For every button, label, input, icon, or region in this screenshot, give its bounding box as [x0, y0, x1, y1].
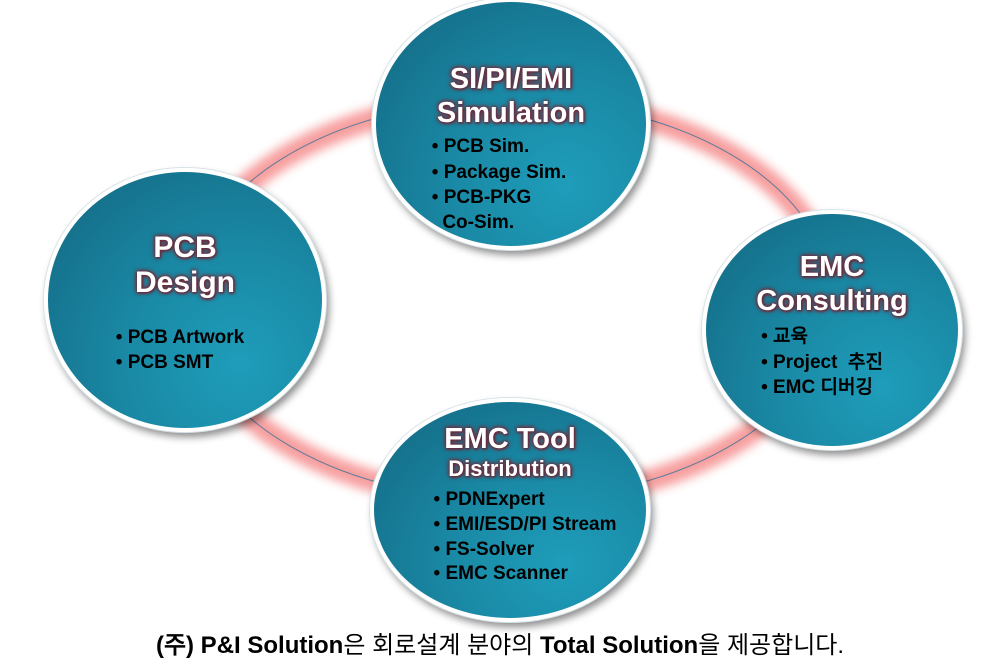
title-line: Distribution [448, 456, 572, 482]
list-item: PCB SMT [116, 350, 244, 375]
node-pcb-design: PCB Design PCB Artwork PCB SMT [44, 168, 326, 432]
title-line: Consulting [756, 285, 908, 318]
title-line: Design [134, 266, 236, 300]
node-emc-tool-items: PDNExpert EMI/ESD/PI Stream FS-Solver EM… [434, 488, 617, 587]
node-emc-consulting-title: EMC Consulting [706, 250, 958, 318]
list-item: Co-Sim. [442, 211, 515, 233]
caption-highlight: Total Solution [540, 632, 699, 659]
list-item: PDNExpert [434, 488, 617, 513]
caption: (주) P&I Solution은 회로설계 분야의 Total Solutio… [0, 625, 1000, 660]
list-item: FS-Solver [434, 538, 617, 563]
title-line: EMC Tool [444, 423, 576, 455]
list-item: Package Sim. [432, 160, 567, 185]
node-pcb-design-title: PCB Design [48, 230, 322, 301]
caption-text-end: 을 제공합니다. [698, 632, 845, 659]
node-emc-tool: EMC Tool Distribution PDNExpert EMI/ESD/… [370, 398, 650, 622]
list-item: EMI/ESD/PI Stream [434, 513, 616, 538]
title-line: PCB [153, 231, 217, 264]
node-emc-tool-title: EMC Tool Distribution [374, 422, 646, 482]
title-line: SI/PI/EMI [449, 63, 573, 95]
node-pcb-design-items: PCB Artwork PCB SMT [116, 325, 244, 375]
list-item: PCB Artwork [116, 325, 244, 350]
node-simulation-items: PCB Sim. Package Sim. PCB-PKG Co-Sim. [432, 134, 566, 234]
node-simulation: SI/PI/EMI Simulation PCB Sim. Package Si… [372, 0, 650, 250]
list-item: PCB-PKG [432, 185, 566, 210]
list-item: Project 추진 [761, 350, 883, 375]
node-simulation-title: SI/PI/EMI Simulation [376, 62, 646, 130]
list-item: PCB Sim. [432, 134, 566, 159]
title-line: Simulation [436, 97, 586, 130]
list-item: EMC Scanner [434, 562, 617, 587]
title-line: EMC [799, 251, 865, 283]
node-emc-consulting-items: 교육 Project 추진 EMC 디버깅 [761, 324, 883, 399]
caption-text: 은 회로설계 분야의 [343, 632, 540, 659]
list-item: 교육 [761, 324, 883, 349]
caption-company: (주) P&I Solution [155, 632, 344, 659]
node-emc-consulting: EMC Consulting 교육 Project 추진 EMC 디버깅 [702, 210, 962, 450]
list-item: EMC 디버깅 [761, 375, 883, 400]
